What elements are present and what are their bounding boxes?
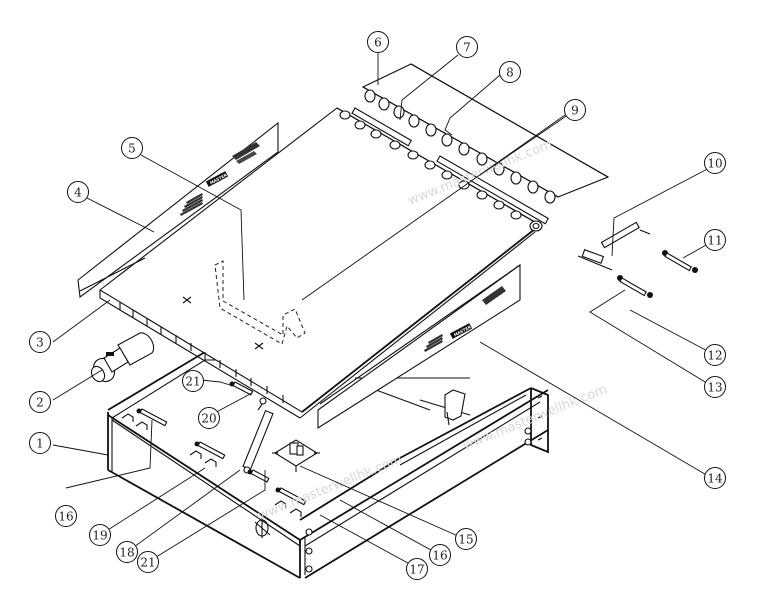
callout-circle — [116, 541, 138, 563]
lip-plate — [361, 63, 610, 204]
callout-17: 17 — [406, 558, 428, 580]
callout-12: 12 — [704, 344, 726, 366]
callout-number: 20 — [201, 412, 216, 426]
nameplate-left — [205, 171, 229, 187]
callout-number: 13 — [707, 381, 722, 395]
nameplate-right — [449, 323, 473, 339]
hinge-pins — [351, 107, 550, 225]
callout-circle — [456, 36, 478, 58]
callout-circle — [55, 505, 77, 527]
deck-plate — [99, 107, 543, 419]
callout-circle — [29, 432, 51, 454]
callout-4: 4 — [67, 181, 89, 203]
callout-circle — [704, 344, 726, 366]
hydraulic-cylinder — [242, 397, 274, 474]
callout-number: 3 — [36, 336, 44, 350]
callout-number: 10 — [707, 157, 722, 171]
callout-16a: 16 — [55, 505, 77, 527]
callout-8: 8 — [499, 61, 521, 83]
callout-9: 9 — [564, 99, 586, 121]
callout-circle — [29, 331, 51, 353]
callout-2: 2 — [29, 391, 51, 413]
callout-circle — [704, 152, 726, 174]
vent-slots-right — [424, 286, 506, 352]
latch-bracket — [444, 389, 466, 426]
callout-7: 7 — [456, 36, 478, 58]
callout-18: 18 — [116, 541, 138, 563]
callout-number: 15 — [458, 533, 473, 547]
callout-circle — [704, 229, 726, 251]
lip-hinge-knuckles — [364, 89, 556, 204]
callout-number: 21 — [140, 556, 155, 570]
callout-number: 18 — [119, 546, 134, 560]
callout-number: 7 — [463, 41, 471, 55]
callout-circle — [89, 524, 111, 546]
callout-circle — [406, 558, 428, 580]
callout-13: 13 — [704, 376, 726, 398]
callout-number: 6 — [374, 36, 382, 50]
short-pin-11 — [662, 250, 698, 273]
callout-1: 1 — [29, 432, 51, 454]
base-frame — [107, 351, 549, 579]
callout-circle — [455, 528, 477, 550]
callout-number: 1 — [36, 437, 44, 451]
callout-3: 3 — [29, 331, 51, 353]
callout-number: 14 — [707, 472, 723, 486]
callout-circle — [67, 181, 89, 203]
callout-circle — [704, 467, 726, 489]
callout-number: 8 — [506, 66, 514, 80]
callout-circle — [137, 551, 159, 573]
motor-pump — [90, 332, 155, 383]
callout-14: 14 — [704, 467, 726, 489]
toe-guard-left: MASTER — [77, 121, 279, 299]
callout-number: 17 — [409, 563, 424, 577]
callout-number: 12 — [707, 349, 722, 363]
callout-number: 11 — [707, 234, 722, 248]
callout-20: 20 — [198, 407, 220, 429]
callout-15: 15 — [455, 528, 477, 550]
hinge-pin-assembly — [577, 221, 651, 271]
short-pin-12 — [617, 275, 653, 298]
callout-6: 6 — [367, 31, 389, 53]
deck-hinge — [336, 107, 543, 232]
watermark-right: www.masterwellhk.com — [461, 382, 610, 454]
callout-number: 5 — [128, 142, 136, 156]
callout-number: 21 — [185, 375, 200, 389]
callout-circle — [121, 137, 143, 159]
callout-number: 19 — [92, 529, 107, 543]
base-pins — [136, 381, 307, 506]
callout-number: 2 — [36, 396, 44, 410]
callout-21a: 21 — [182, 370, 204, 392]
callout-5: 5 — [121, 137, 143, 159]
callout-circle — [182, 370, 204, 392]
deck-hinge-knuckles — [339, 110, 522, 220]
callout-number: 16 — [432, 549, 447, 563]
callout-number: 16 — [58, 510, 73, 524]
callout-circle — [367, 31, 389, 53]
callout-10: 10 — [704, 152, 726, 174]
leader-lines — [52, 50, 716, 569]
callout-circle — [29, 391, 51, 413]
callout-circle — [429, 544, 451, 566]
vent-slots-left — [180, 142, 260, 216]
callout-21b: 21 — [137, 551, 159, 573]
callout-11: 11 — [704, 229, 726, 251]
mounting-bracket — [272, 439, 320, 472]
toe-guard-right: MASTER — [317, 263, 521, 429]
callout-circle — [564, 99, 586, 121]
callout-circle — [704, 376, 726, 398]
callout-circle — [198, 407, 220, 429]
callout-number: 9 — [571, 104, 579, 118]
callout-16b: 16 — [429, 544, 451, 566]
deck-lugs — [119, 302, 284, 403]
callout-19: 19 — [89, 524, 111, 546]
callout-number: 4 — [74, 186, 82, 200]
callout-circle — [499, 61, 521, 83]
